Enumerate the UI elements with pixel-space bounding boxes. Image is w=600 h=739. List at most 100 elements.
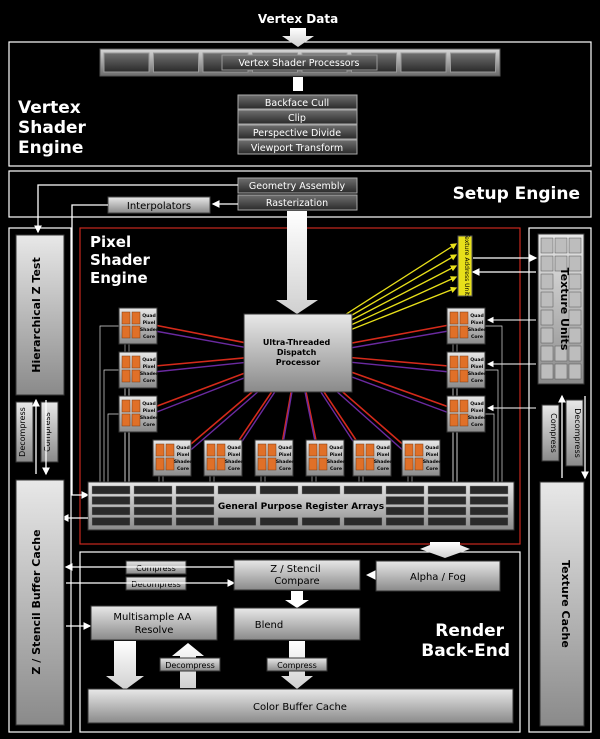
register-cell [385, 496, 425, 505]
svg-text:Z / Stencil Compare: Z / Stencil Compare [270, 564, 324, 587]
register-cell [91, 485, 131, 495]
register-cell [427, 506, 467, 516]
register-cell [133, 485, 173, 495]
vertex-processor-cell [400, 52, 447, 73]
z-stencil-buffer-cache: Z / Stencil Buffer Cache [15, 479, 65, 726]
register-cell [343, 517, 383, 526]
vertex-engine-title: Vertex Shader Engine [18, 98, 92, 158]
texture-unit-cell [540, 327, 554, 344]
bottom-decompress: Decompress [159, 657, 221, 672]
setup-engine-title: Setup Engine [453, 184, 580, 204]
texture-unit-cell [568, 345, 582, 362]
dispatch-to-texture-address-arrow [339, 276, 458, 331]
texture-unit-cell [568, 309, 582, 326]
vertex-processor-cell [153, 52, 199, 73]
svg-text:Compress: Compress [549, 413, 558, 453]
dispatch-to-texture-address-arrow [339, 254, 458, 323]
core-wire [485, 413, 495, 482]
register-cell [301, 485, 341, 495]
texture-unit-cell [568, 273, 582, 290]
register-cell [91, 506, 131, 516]
right-column-frame [528, 227, 592, 733]
register-cell [427, 485, 467, 495]
core-wire [107, 413, 119, 482]
color-buffer-cache: Color Buffer Cache [87, 688, 514, 724]
texture-unit-cell [540, 291, 554, 308]
svg-text:Hierarchical Z Test: Hierarchical Z Test [30, 257, 43, 373]
svg-text:Decompress: Decompress [18, 407, 27, 457]
texture-unit-cell [554, 345, 568, 362]
left-compress: Compress [40, 401, 59, 463]
vertex-data-arrow [282, 28, 314, 47]
texture-unit-cell [568, 255, 582, 272]
interpolators: Interpolators [107, 196, 211, 214]
vertex-processor-cell [103, 52, 150, 73]
texture-unit-cell [568, 363, 582, 380]
core-wire [485, 369, 499, 482]
dispatch-to-texture-address-arrow [339, 265, 458, 327]
register-cell [469, 485, 509, 495]
svg-text:General Purpose Register Array: General Purpose Register Arrays [218, 502, 384, 512]
svg-text:Geometry Assembly: Geometry Assembly [249, 181, 346, 192]
pixel-engine-title: Pixel Shader Engine [90, 233, 155, 287]
register-cell [133, 496, 173, 505]
svg-text:Blend: Blend [255, 620, 283, 631]
dispatch-to-texture-address-arrow [339, 243, 458, 319]
rasterization: Rasterization [237, 194, 358, 211]
dispatch-to-texture-address-arrow [339, 286, 458, 335]
vertex-stage-box [237, 109, 358, 125]
vertex-stage-box [237, 124, 358, 140]
register-cell [469, 496, 509, 505]
compare-to-blend-arrow [285, 591, 309, 608]
register-cell [175, 485, 215, 495]
svg-text:Texture Cache: Texture Cache [559, 560, 572, 648]
texture-units: Texture Units [537, 233, 585, 385]
svg-text:Decompress: Decompress [165, 661, 215, 670]
core-wire [103, 369, 119, 482]
register-cell [175, 506, 215, 516]
svg-text:Interpolators: Interpolators [127, 201, 191, 212]
vertex-stage-label: Perspective Divide [253, 128, 341, 139]
svg-text:Texture Address Units: Texture Address Units [463, 232, 470, 298]
register-cell [343, 485, 383, 495]
texture-unit-cell [540, 237, 554, 254]
register-cell [469, 517, 509, 526]
svg-text:Vertex Shader Processors: Vertex Shader Processors [239, 58, 360, 69]
register-cell [385, 485, 425, 495]
svg-text:Decompress: Decompress [573, 408, 582, 458]
register-cell [259, 485, 299, 495]
register-cell [91, 496, 131, 505]
vertex-data-label: Vertex Data [258, 12, 338, 26]
register-cell [427, 517, 467, 526]
svg-text:Compress: Compress [136, 564, 176, 573]
right-decompress: Decompress [565, 399, 584, 467]
msaa-resolve: Multisample AA Resolve [90, 605, 218, 641]
texture-unit-cell [540, 255, 554, 272]
texture-unit-cell [568, 327, 582, 344]
texture-unit-cell [540, 363, 554, 380]
texture-cache: Texture Cache [539, 481, 585, 727]
svg-text:Texture Units: Texture Units [558, 268, 571, 351]
geometry-assembly: Geometry Assembly [237, 177, 358, 194]
vertex-stage-label: Clip [288, 113, 306, 124]
right-compress: Compress [541, 404, 560, 462]
core-wire [485, 325, 503, 482]
vertex-stage-box [237, 139, 358, 155]
